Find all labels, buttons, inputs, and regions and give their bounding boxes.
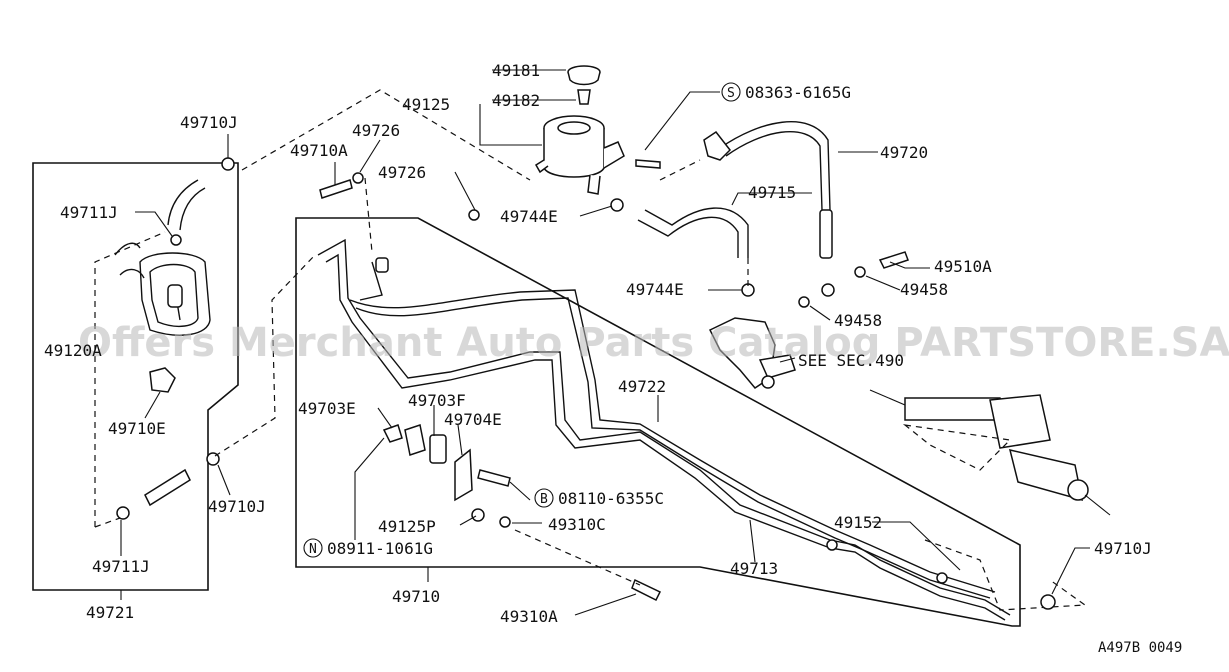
label-49710J-top: 49710J [180,113,238,132]
label-49726-a: 49726 [352,121,400,140]
pressure-hose-49720 [703,121,835,297]
label-49720: 49720 [880,143,928,162]
label-49181: 49181 [492,61,540,80]
label-49721: 49721 [86,603,134,622]
label-08110-6355C: 08110-6355C [558,489,664,508]
return-hose-49715 [637,207,749,258]
symbol-s-letter: S [727,86,735,101]
label-49703F: 49703F [408,391,466,410]
label-49710J-mid: 49710J [208,497,266,516]
tube-clamp-icon [936,572,948,584]
left-assembly-frame [32,162,239,591]
label-49703E: 49703E [298,399,356,418]
watermark-text: Offers Merchant Auto Parts Catalog PARTS… [78,320,1229,366]
label-49715: 49715 [748,183,796,202]
left-assembly-hoses [114,179,211,520]
label-49125P: 49125P [378,517,436,536]
leader-lines [120,69,1090,616]
reservoir-filter [577,89,591,105]
tube-clip-icon [375,257,389,273]
label-49125: 49125 [402,95,450,114]
label-49710J-right: 49710J [1094,539,1152,558]
steering-gear-rack [869,389,1111,516]
hose-fitting-icon [167,284,183,308]
symbol-n-letter: N [309,542,317,557]
steering-pump-area [708,317,796,389]
label-49744E-a: 49744E [500,207,558,226]
hose-sleeve-icon [144,468,191,507]
label-49458-b: 49458 [834,311,882,330]
pressure-and-return-tubes [317,238,1011,621]
label-49711J-bottom: 49711J [92,557,150,576]
tube-clamp-icon [826,539,838,551]
symbol-b-circle [534,488,554,508]
hose-clamp-icon [170,234,182,246]
label-49704E: 49704E [444,410,502,429]
clamp-49710E-icon [149,367,176,393]
label-08911-1061G: 08911-1061G [327,539,433,558]
label-49120A: 49120A [44,341,102,360]
label-49710: 49710 [392,587,440,606]
label-49744E-b: 49744E [626,280,684,299]
reservoir-cap [567,65,601,86]
label-49726-b: 49726 [378,163,426,182]
label-49510A: 49510A [934,257,992,276]
label-49182: 49182 [492,91,540,110]
symbol-s-circle [721,82,741,102]
figure-code: A497B 0049 [1098,640,1182,656]
label-see-sec-490: SEE SEC.490 [798,351,904,370]
label-49710A-top: 49710A [290,141,348,160]
hose-clamp-icon [116,506,130,520]
label-49711J-top: 49711J [60,203,118,222]
label-49710E: 49710E [108,419,166,438]
label-49713: 49713 [730,559,778,578]
label-49458-a: 49458 [900,280,948,299]
symbol-b-letter: B [540,492,548,507]
symbol-n-circle [303,538,323,558]
part-labels: 49181 49182 49125 S 08363-6165G 49720 49… [44,61,1152,626]
main-assembly-frame [295,217,1021,627]
label-49152: 49152 [834,513,882,532]
label-08363-6165G: 08363-6165G [745,83,851,102]
reservoir-tank [534,115,625,195]
label-49722: 49722 [618,377,666,396]
fasteners [206,157,1056,610]
label-49310A: 49310A [500,607,558,626]
label-49310C: 49310C [548,515,606,534]
